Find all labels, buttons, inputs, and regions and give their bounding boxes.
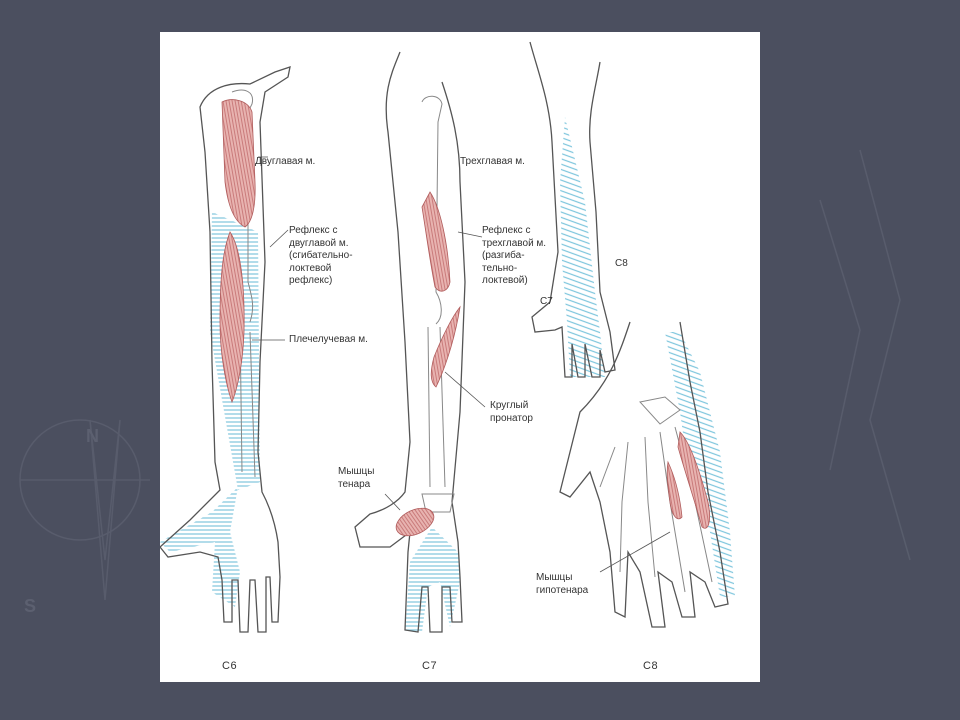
label-thenar: Мышцы тенара bbox=[338, 466, 375, 490]
c8-hand-bones bbox=[599, 396, 713, 593]
c8-hand-figure bbox=[559, 321, 735, 628]
svg-text:N: N bbox=[86, 426, 99, 446]
svg-text:S: S bbox=[24, 596, 36, 616]
dermatome-illustration-panel: Двуглавая м. Рефлекс с двуглавой м. (сги… bbox=[160, 32, 760, 682]
c7-dermatome-hand bbox=[405, 527, 460, 632]
caption-c6: С6 bbox=[222, 660, 238, 672]
c7-arm-figure bbox=[354, 51, 486, 633]
label-triceps-reflex: Рефлекс с трехглавой м. (разгиба- тельно… bbox=[482, 225, 547, 286]
c8-dermatome-palm bbox=[665, 332, 735, 597]
c8-hypothenar-muscle-2 bbox=[666, 460, 683, 520]
caption-c8: С8 bbox=[643, 660, 659, 672]
label-hypothenar: Мышцы гипотенара bbox=[536, 572, 589, 596]
c6-dermatome-hand bbox=[160, 487, 240, 607]
c6-arm-figure bbox=[160, 66, 291, 633]
caption-c7: С7 bbox=[422, 660, 438, 672]
c8-arm-outline bbox=[529, 41, 616, 378]
c7-bones bbox=[421, 95, 455, 513]
arm-illustrations bbox=[160, 41, 735, 633]
label-c7-mark: С7 bbox=[540, 296, 553, 307]
c7-thenar-muscle bbox=[395, 507, 435, 537]
label-triceps: Трехглавая м. bbox=[460, 156, 525, 167]
c8-upper-figure bbox=[529, 41, 616, 378]
c7-pronator-muscle bbox=[430, 305, 461, 388]
label-biceps: Двуглавая м. bbox=[255, 156, 316, 167]
label-pronator: Круглый пронатор bbox=[490, 400, 533, 424]
label-c8-mark: С8 bbox=[615, 258, 628, 269]
label-biceps-reflex: Рефлекс с двуглавой м. (сгибательно- лок… bbox=[289, 225, 353, 286]
c6-brachioradialis-muscle bbox=[219, 231, 245, 404]
c7-triceps-muscle bbox=[421, 191, 451, 292]
c6-biceps-muscle bbox=[221, 99, 256, 228]
c8-dermatome-strip bbox=[560, 117, 605, 377]
c6-arm-outline bbox=[160, 66, 291, 633]
label-brachioradialis: Плечелучевая м. bbox=[289, 334, 368, 345]
c8-hypothenar-muscle bbox=[677, 431, 710, 529]
c8-hand-outline bbox=[559, 321, 729, 628]
